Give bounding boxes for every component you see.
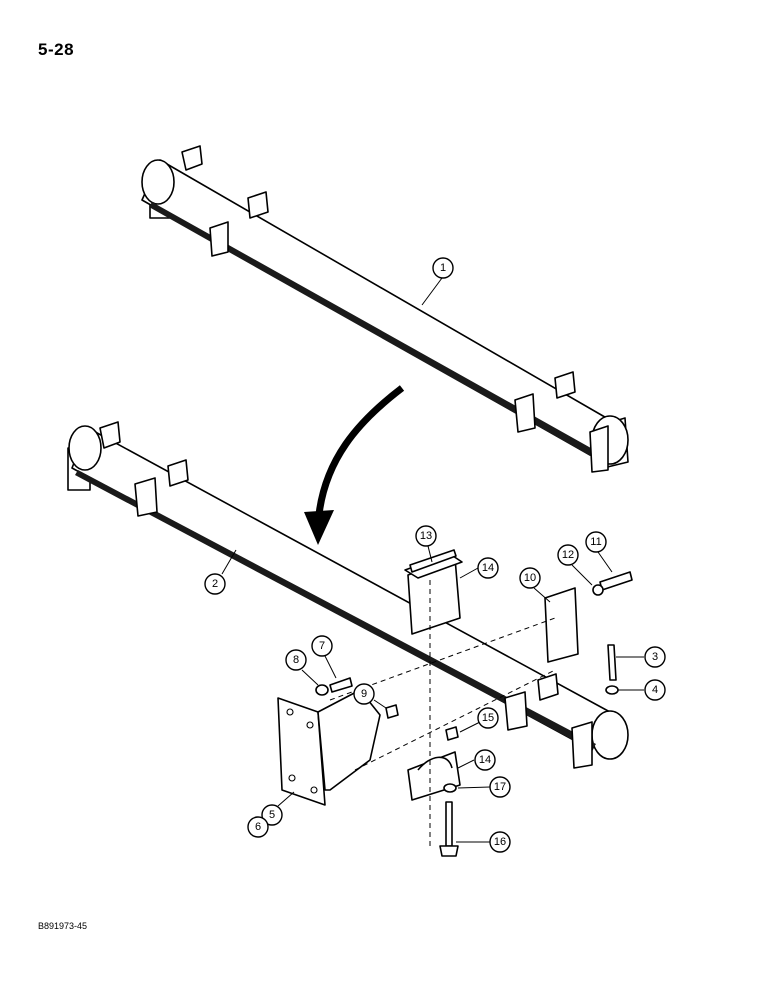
callout-11: 11: [585, 531, 613, 573]
clamp-lower: [407, 751, 461, 801]
callout-6: 6: [247, 816, 269, 838]
page-number: 5-28: [38, 40, 75, 59]
callout-16: 16: [456, 831, 511, 853]
mount-block: [544, 587, 579, 663]
nut-15: [445, 726, 459, 741]
callout-14-upper: 14: [459, 557, 499, 579]
direction-arrow: [314, 385, 405, 526]
callout-label: 12: [562, 549, 574, 561]
callout-label: 9: [361, 688, 367, 700]
callout-label: 11: [590, 536, 601, 548]
callout-label: 17: [494, 781, 506, 793]
bolt-7: [329, 677, 353, 693]
tube-assembly-upper: [141, 145, 629, 473]
callout-14-lower: 14: [457, 749, 496, 771]
tube-assembly-lower: [67, 421, 629, 769]
callout-label: 2: [212, 578, 218, 590]
callout-label: 14: [479, 754, 491, 766]
callout-label: 13: [420, 530, 432, 542]
callout-label: 8: [293, 654, 299, 666]
callout-3: 3: [616, 646, 666, 668]
callout-2: 2: [204, 549, 237, 595]
callout-label: 3: [652, 651, 658, 663]
callout-label: 15: [482, 712, 494, 724]
callout-label: 14: [482, 562, 494, 574]
figure-code: B891973-45: [38, 921, 88, 931]
bracket-plate: [277, 689, 381, 806]
callout-label: 16: [494, 836, 506, 848]
callout-13: 13: [415, 525, 437, 563]
bolt-16: [445, 801, 453, 847]
callout-label: 1: [440, 262, 446, 274]
clamp-upper: [404, 549, 463, 635]
callout-17: 17: [457, 776, 511, 798]
callout-label: 7: [319, 640, 325, 652]
callout-label: 4: [652, 684, 658, 696]
callout-4: 4: [618, 679, 666, 701]
bolt-11: [599, 571, 633, 591]
callout-15: 15: [459, 707, 499, 733]
callout-1: 1: [421, 257, 454, 306]
callout-12: 12: [557, 544, 593, 586]
callout-8: 8: [285, 649, 319, 686]
washer-12: [592, 584, 604, 596]
callout-7: 7: [311, 635, 337, 679]
washer-17: [443, 783, 457, 793]
bolt-3: [607, 644, 617, 681]
callout-label: 6: [255, 821, 261, 833]
washer-8: [315, 684, 329, 696]
callout-label: 5: [269, 809, 275, 821]
callout-5: 5: [261, 791, 295, 826]
callout-label: 10: [524, 572, 536, 584]
callout-9: 9: [353, 683, 387, 709]
washer-4: [605, 685, 619, 695]
callout-10: 10: [519, 567, 551, 603]
nut-9: [385, 704, 399, 719]
